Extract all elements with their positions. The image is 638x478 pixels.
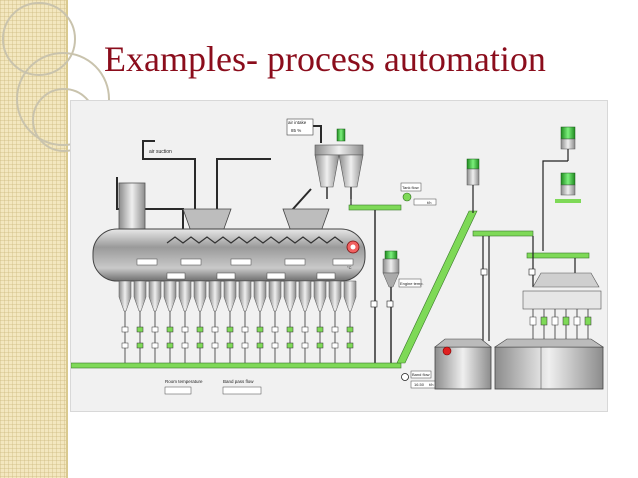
distributor-hood [522,272,602,310]
inclined-belt [396,210,478,364]
hopper-unit [328,280,342,363]
hopper-unit [148,280,162,363]
air-suction-label: air suction [149,149,172,155]
silo-motor [336,128,346,142]
tank-flow-unit: t/h [427,200,431,205]
hopper-unit [118,280,132,363]
discharge-chute [562,309,570,339]
band-pass-flow-readout [222,386,262,395]
hopper-unit [343,280,357,363]
slide-title: Examples- process automation [104,39,546,79]
hopper-unit [298,280,312,363]
hopper-unit [208,280,222,363]
discharge-chute [573,309,581,339]
tank-flow-readout [413,198,437,206]
band-flow-value: 16.50 [414,382,425,387]
discharge-chutes [529,309,592,339]
air-intake-value: 85 % [291,128,301,133]
tank-alarm-indicator [442,346,452,356]
hopper-unit [268,280,282,363]
temp-unit-label: °C [347,265,352,270]
discharge-chute [551,309,559,339]
band-flow-box [410,370,432,379]
transfer-belt [472,230,534,237]
tank-flow-label: Tank flow [402,185,419,190]
discharge-chute [529,309,537,339]
tank-flow-box [400,182,422,192]
room-temperature-readout [164,386,192,395]
hopper-unit [283,280,297,363]
hopper-unit [238,280,252,363]
hopper-unit [313,280,327,363]
hopper-row [118,280,357,363]
right-motor-2 [542,126,576,251]
hopper-unit [163,280,177,363]
band-pass-flow-label: Band pass flow [223,379,254,384]
drum-temp-readouts [136,258,354,280]
alarm-valve-core [350,244,356,250]
storage-tank-large [494,338,604,390]
band-flow-sensor [401,373,409,381]
distribution-belt [526,252,590,259]
hopper-unit [178,280,192,363]
hopper-unit [133,280,147,363]
engine-motor [382,250,400,363]
hopper-unit [253,280,267,363]
right-motor-1 [466,158,480,213]
air-intake-box [286,118,314,136]
engine-temp-box [398,278,422,288]
exhaust-chimney [118,182,146,232]
hopper-unit [223,280,237,363]
process-schematic: air suction air intake 85 % Tank flow t/… [70,118,604,395]
hopper-unit [193,280,207,363]
main-conveyor [70,362,402,369]
discharge-chute [540,309,548,339]
valve-markers [370,268,536,308]
engine-temp-label: Engine temp. [400,281,424,286]
right-motor-3 [555,172,581,203]
room-temperature-label: Room temperature [165,379,203,384]
storage-tank-small [434,338,492,390]
band-flow-unit: t/h [429,382,433,387]
silo-discharge-belt [348,204,402,211]
air-intake-label: air intake [288,120,307,125]
tank-flow-sensor [402,192,412,202]
discharge-chute [584,309,592,339]
process-diagram: air suction air intake 85 % Tank flow t/… [70,100,608,412]
right-feed-lines [482,236,576,341]
band-flow-label: Band flow [412,372,430,377]
silo-hoppers [314,144,364,199]
